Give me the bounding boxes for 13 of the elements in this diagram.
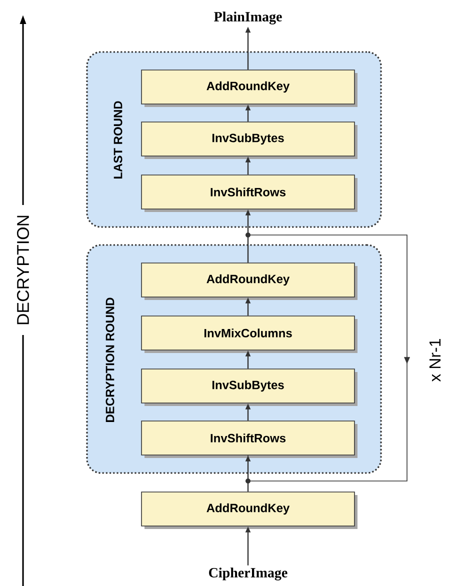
process-box: InvMixColumns (141, 316, 358, 353)
process-box: InvShiftRows (141, 174, 358, 212)
process-box: InvSubBytes (141, 368, 358, 406)
process-box: InvShiftRows (141, 420, 358, 458)
edge-label: x Nr-1 (428, 337, 442, 383)
image-label: CipherImage (209, 568, 288, 580)
image-label: PlainImage (214, 12, 282, 24)
process-box: AddRoundKey (141, 492, 358, 529)
process-box: AddRoundKey (141, 70, 358, 107)
process-box: AddRoundKey (141, 262, 358, 300)
direction-label: DECRYPTION (16, 216, 30, 324)
loop-arrow (248, 234, 410, 482)
process-box: InvSubBytes (141, 122, 358, 159)
